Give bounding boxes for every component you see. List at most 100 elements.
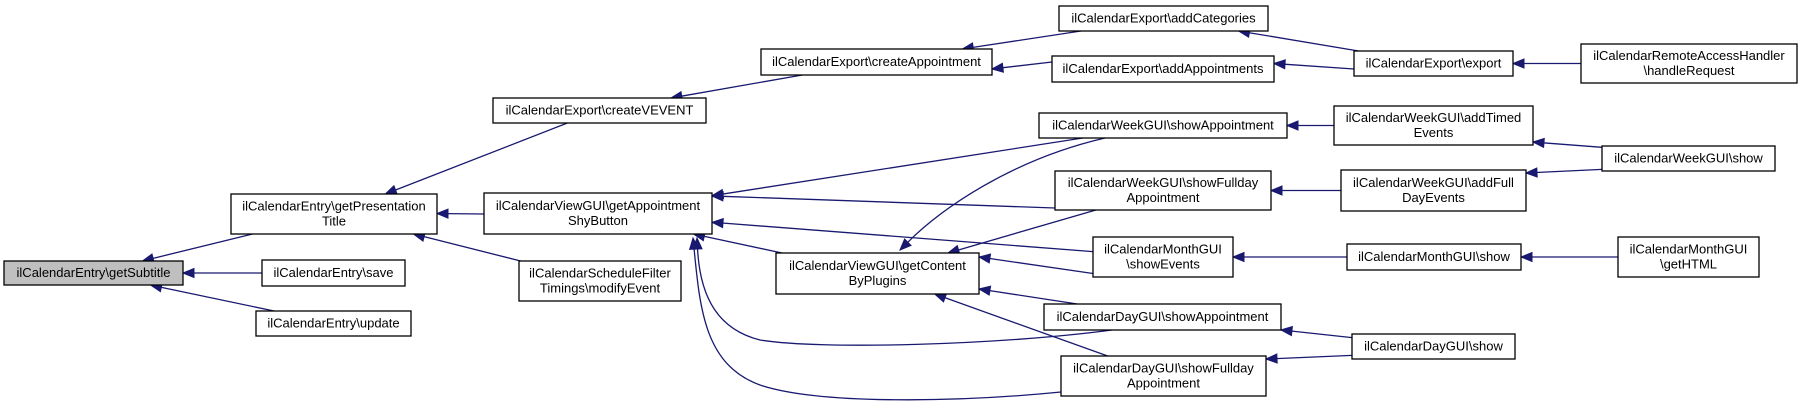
node-box bbox=[492, 97, 707, 124]
node-box bbox=[1051, 55, 1275, 83]
node-dayShowAppointment[interactable]: ilCalendarDayGUI\showAppointment bbox=[1043, 303, 1282, 331]
arrowhead-icon bbox=[435, 208, 449, 219]
node-addAppointments[interactable]: ilCalendarExport\addAppointments bbox=[1051, 55, 1275, 83]
node-label: ilCalendarWeekGUI\showAppointment bbox=[1052, 118, 1274, 133]
arrowhead-icon bbox=[1519, 251, 1533, 263]
arrowhead-icon bbox=[384, 184, 398, 195]
node-label: ilCalendarWeekGUI\addTimed bbox=[1346, 110, 1522, 125]
node-box bbox=[1092, 236, 1234, 278]
edge-addTimedEvents-to-weekShowAppointment bbox=[1285, 120, 1334, 131]
node-label: Events bbox=[1414, 125, 1454, 140]
edge-weekShowFullday-to-getContentByPlugins bbox=[946, 209, 1097, 255]
node-addCategories[interactable]: ilCalendarExport\addCategories bbox=[1058, 5, 1269, 32]
edge-weekShow-to-addTimedEvents bbox=[1531, 137, 1603, 149]
node-label: ilCalendarScheduleFilter bbox=[529, 266, 671, 281]
arrowhead-icon bbox=[990, 62, 1004, 73]
edge-addAppointments-to-createAppointment bbox=[990, 61, 1053, 73]
arrowhead-icon bbox=[1272, 59, 1286, 70]
node-export[interactable]: ilCalendarExport\export bbox=[1353, 50, 1514, 77]
node-label: DayEvents bbox=[1402, 190, 1465, 205]
arrowhead-icon bbox=[1269, 185, 1283, 196]
node-box bbox=[1340, 169, 1527, 212]
arrowhead-icon bbox=[1531, 137, 1545, 149]
edge-dayShow-to-dayShowAppointment bbox=[1279, 325, 1353, 339]
node-label: ilCalendarExport\addCategories bbox=[1071, 11, 1256, 26]
node-box bbox=[1058, 5, 1269, 32]
nodes-layer: ilCalendarEntry\getSubtitle ilCalendarEnt… bbox=[3, 5, 1798, 397]
node-createAppointment[interactable]: ilCalendarExport\createAppointment bbox=[760, 48, 993, 76]
node-modifyEvent[interactable]: ilCalendarScheduleFilterTimings\modifyEv… bbox=[518, 260, 682, 302]
edge-monthShowEvents-to-getContentByPlugins bbox=[977, 253, 1094, 275]
edge-line bbox=[680, 74, 803, 97]
node-update[interactable]: ilCalendarEntry\update bbox=[255, 310, 412, 337]
node-createVEVENT[interactable]: ilCalendarExport\createVEVENT bbox=[492, 97, 707, 124]
node-label: ilCalendarWeekGUI\show bbox=[1614, 151, 1763, 166]
node-box bbox=[1580, 43, 1798, 84]
node-getAppointmentShyButton[interactable]: ilCalendarViewGUI\getAppointmentShyButto… bbox=[483, 192, 713, 235]
node-weekShow[interactable]: ilCalendarWeekGUI\show bbox=[1601, 145, 1776, 172]
arrowhead-icon bbox=[899, 238, 912, 251]
node-dayShow[interactable]: ilCalendarDayGUI\show bbox=[1351, 333, 1516, 360]
node-box bbox=[1054, 170, 1272, 211]
node-label: ilCalendarExport\createAppointment bbox=[772, 54, 981, 69]
edge-createAppointment-to-createVEVENT bbox=[669, 74, 803, 102]
node-label: ByPlugins bbox=[849, 273, 907, 288]
arrowhead-icon bbox=[1231, 251, 1245, 263]
edge-update-to-getSubtitle bbox=[149, 282, 275, 312]
node-weekShowAppointment[interactable]: ilCalendarWeekGUI\showAppointment bbox=[1038, 112, 1288, 139]
node-label: ilCalendarExport\createVEVENT bbox=[506, 103, 694, 118]
arrowhead-icon bbox=[933, 292, 948, 303]
node-label: Appointment bbox=[1127, 376, 1200, 391]
node-label: ilCalendarViewGUI\getAppointment bbox=[496, 198, 701, 213]
node-label: ilCalendarEntry\update bbox=[267, 316, 399, 331]
node-label: ilCalendarEntry\save bbox=[274, 265, 394, 280]
node-box bbox=[1601, 145, 1776, 172]
edge-line bbox=[988, 257, 1094, 275]
node-monthShow[interactable]: ilCalendarMonthGUI\show bbox=[1346, 243, 1522, 271]
edge-line bbox=[160, 286, 275, 312]
edge-line bbox=[1283, 63, 1355, 70]
edge-getContentByPlugins-to-getAppointmentShyButton bbox=[692, 231, 783, 254]
edge-createVEVENT-to-getPresentationTitle bbox=[384, 122, 568, 195]
arrowhead-icon bbox=[688, 236, 700, 250]
node-label: Title bbox=[322, 214, 346, 229]
edge-line bbox=[988, 289, 1078, 305]
node-box bbox=[483, 192, 713, 235]
node-label: ilCalendarWeekGUI\showFullday bbox=[1068, 175, 1259, 190]
arrowhead-icon bbox=[977, 285, 992, 296]
edge-line bbox=[1542, 142, 1603, 148]
edge-dayShowFullday-to-getAppointmentShyButton bbox=[688, 236, 1062, 401]
edge-line bbox=[1290, 330, 1353, 339]
arrowhead-icon bbox=[1264, 353, 1278, 364]
edge-line bbox=[422, 235, 521, 262]
edge-line bbox=[972, 30, 1082, 49]
edge-export-to-addCategories bbox=[1237, 27, 1359, 52]
edge-line bbox=[721, 137, 1083, 195]
node-box bbox=[1038, 112, 1288, 139]
node-box bbox=[1333, 105, 1534, 146]
node-box bbox=[518, 260, 682, 302]
edge-getAppointmentShyButton-to-getPresentationTitle bbox=[435, 208, 485, 219]
node-getHTML[interactable]: ilCalendarMonthGUI\getHTML bbox=[1617, 236, 1760, 278]
edge-monthShow-to-monthShowEvents bbox=[1231, 251, 1347, 263]
edge-weekShowAppointment-to-getAppointmentShyButton bbox=[710, 137, 1083, 200]
node-label: Timings\modifyEvent bbox=[540, 281, 661, 296]
node-label: ilCalendarViewGUI\getContent bbox=[789, 258, 966, 273]
edges-layer bbox=[141, 27, 1618, 401]
node-monthShowEvents[interactable]: ilCalendarMonthGUI\showEvents bbox=[1092, 236, 1234, 278]
node-handleRequest[interactable]: ilCalendarRemoteAccessHandler\handleRequ… bbox=[1580, 43, 1798, 84]
node-box bbox=[1060, 355, 1267, 397]
edge-dayShow-to-dayShowFullday bbox=[1264, 353, 1353, 364]
node-box bbox=[3, 260, 184, 286]
node-box bbox=[775, 252, 980, 295]
node-save[interactable]: ilCalendarEntry\save bbox=[261, 259, 406, 287]
node-label: ilCalendarEntry\getSubtitle bbox=[17, 265, 171, 280]
node-label: ilCalendarMonthGUI\show bbox=[1358, 249, 1510, 264]
